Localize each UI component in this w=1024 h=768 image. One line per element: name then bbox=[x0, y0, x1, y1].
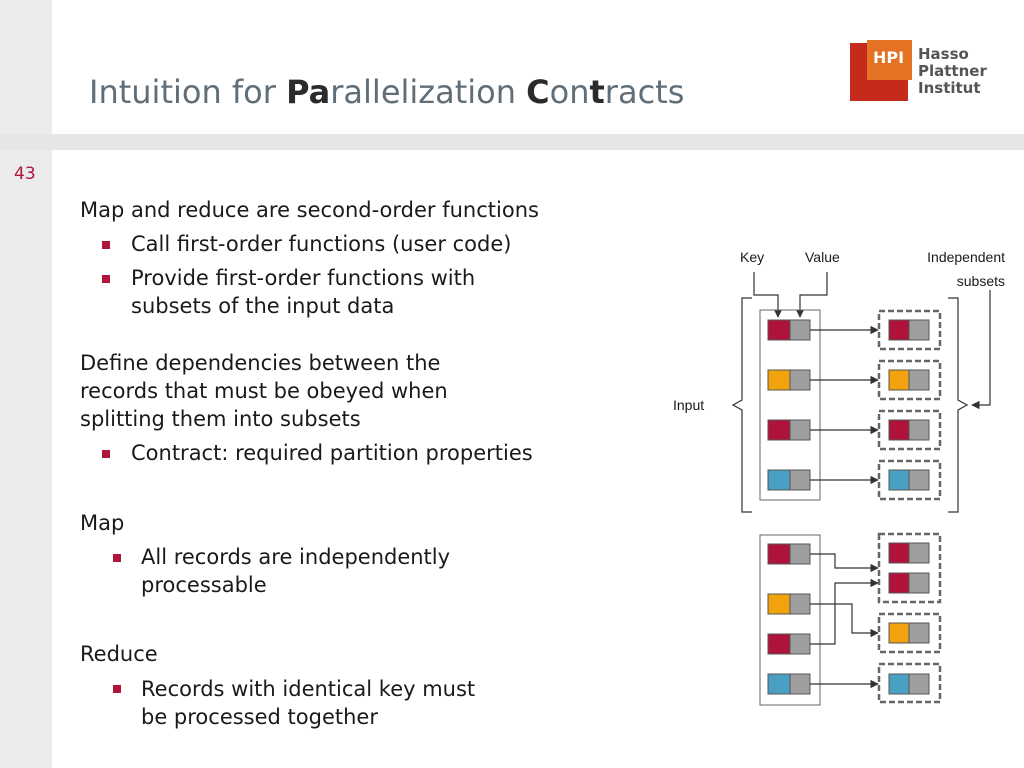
bullet-text: Provide first-order functions with bbox=[131, 266, 476, 290]
map-record bbox=[767, 369, 811, 391]
title-part-bold: Pa bbox=[286, 73, 331, 111]
map-record bbox=[767, 419, 811, 441]
paragraph-text: records that must be obeyed when bbox=[80, 379, 448, 403]
paragraph-text: splitting them into subsets bbox=[80, 407, 361, 431]
key-pointer bbox=[753, 272, 783, 318]
paragraph-text: Map and reduce are second-order function… bbox=[80, 198, 539, 222]
bullet-icon bbox=[102, 450, 110, 458]
label-value: Value bbox=[805, 249, 840, 265]
bullet-icon bbox=[102, 275, 110, 283]
paragraph-text: Define dependencies between the bbox=[80, 351, 441, 375]
bullet-text: processable bbox=[141, 573, 267, 597]
map-subset bbox=[877, 359, 942, 401]
logo-badge-text: HPI bbox=[873, 48, 905, 67]
label-independent: Independent bbox=[927, 249, 1005, 265]
bullet-icon bbox=[113, 685, 121, 693]
slide-title: Intuition for Parallelization Contracts bbox=[89, 73, 684, 111]
reduce-input-box bbox=[759, 534, 821, 706]
reduce-record bbox=[767, 633, 811, 655]
title-part-bold: C bbox=[526, 73, 550, 111]
slide-number: 43 bbox=[14, 164, 36, 184]
paragraph-text: Reduce bbox=[80, 642, 158, 666]
value-pointer bbox=[795, 272, 828, 318]
label-input: Input bbox=[673, 397, 704, 413]
title-separator bbox=[0, 134, 1024, 150]
reduce-arrow bbox=[810, 553, 879, 573]
logo-orange-square bbox=[867, 40, 912, 80]
title-part: rallelization bbox=[330, 73, 527, 111]
bullet-text: All records are independently bbox=[141, 545, 451, 569]
reduce-subset bbox=[877, 612, 942, 654]
reduce-record bbox=[767, 543, 811, 565]
map-input-box bbox=[759, 309, 821, 501]
bullet-text: subsets of the input data bbox=[131, 294, 395, 318]
logo-line: Plattner bbox=[918, 62, 987, 80]
map-subset bbox=[877, 309, 942, 351]
title-part-bold: t bbox=[589, 73, 605, 111]
reduce-record bbox=[767, 673, 811, 695]
title-part: Intuition for bbox=[89, 73, 287, 111]
map-subset bbox=[877, 409, 942, 451]
reduce-subset bbox=[877, 662, 942, 704]
reduce-arrow bbox=[810, 578, 879, 645]
label-key: Key bbox=[740, 249, 764, 265]
title-part: racts bbox=[604, 73, 685, 111]
map-record bbox=[767, 319, 811, 341]
title-part: on bbox=[549, 73, 590, 111]
reduce-subset bbox=[877, 532, 942, 604]
reduce-record bbox=[767, 593, 811, 615]
bullet-text: Contract: required partition properties bbox=[131, 441, 533, 465]
label-subsets: subsets bbox=[957, 273, 1005, 289]
logo-line: Hasso bbox=[918, 45, 969, 63]
paragraph-text: Map bbox=[80, 511, 125, 535]
logo-name: Hasso Plattner Institut bbox=[918, 46, 1008, 97]
input-brace bbox=[731, 297, 752, 513]
map-subset bbox=[877, 459, 942, 501]
reduce-arrow bbox=[810, 603, 879, 638]
bullet-text: Call first-order functions (user code) bbox=[131, 232, 512, 256]
logo-line: Institut bbox=[918, 79, 981, 97]
bullet-text: be processed together bbox=[141, 705, 378, 729]
subsets-brace bbox=[948, 297, 969, 513]
bullet-icon bbox=[102, 241, 110, 249]
left-margin-strip bbox=[0, 0, 52, 768]
map-record bbox=[767, 469, 811, 491]
left-inner-edge bbox=[52, 150, 58, 768]
bullet-text: Records with identical key must bbox=[141, 677, 476, 701]
subsets-pointer bbox=[971, 290, 991, 410]
bullet-icon bbox=[113, 554, 121, 562]
